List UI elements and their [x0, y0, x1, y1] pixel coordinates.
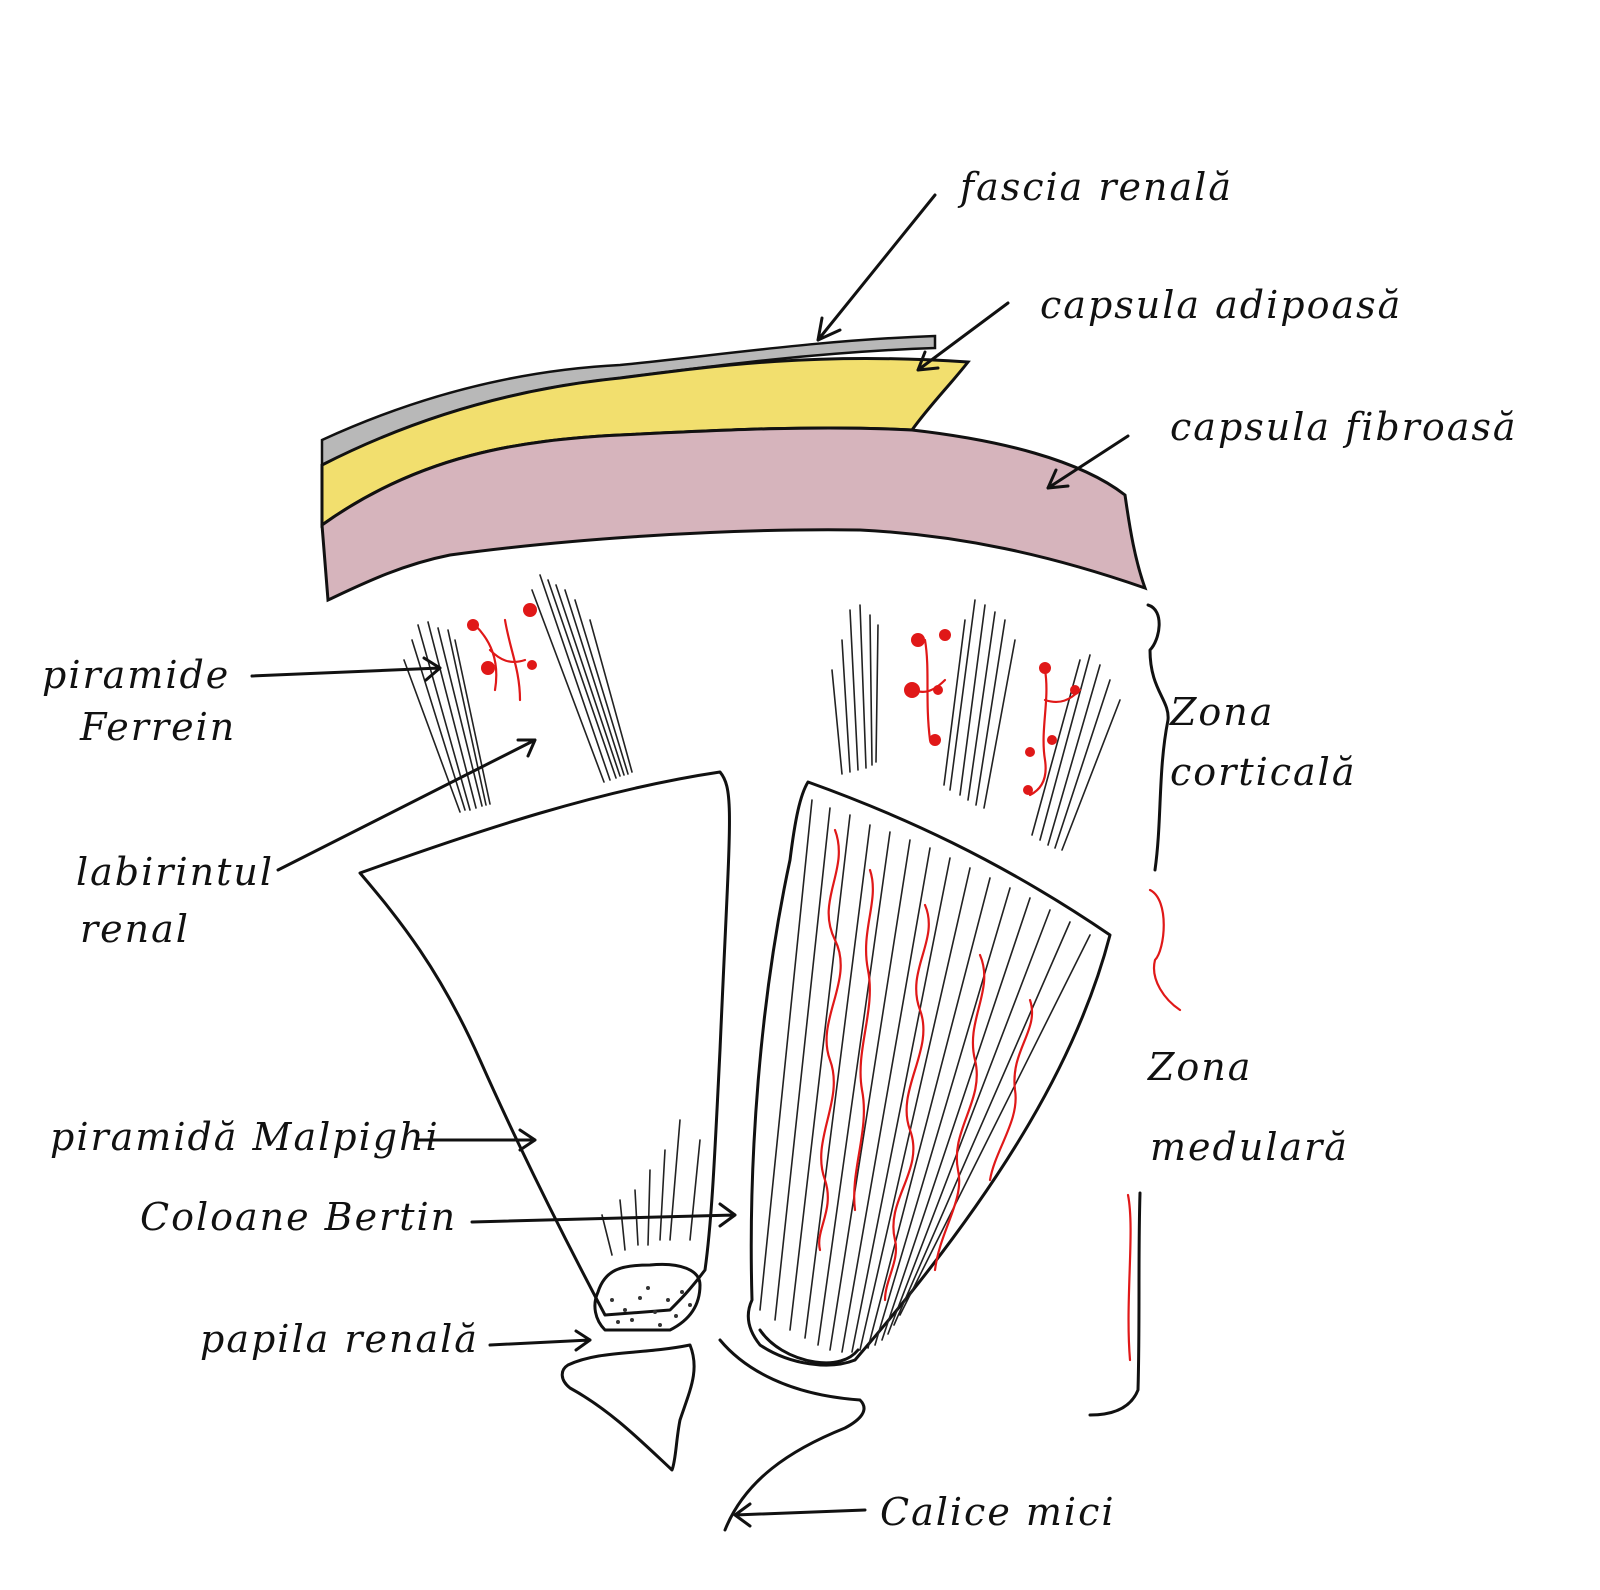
diagram-labels: fascia renală capsula adipoasă capsula f…	[42, 165, 1518, 1534]
zona-medulara-bracket-start	[1126, 1193, 1132, 1362]
ferrein-ray-5	[1031, 654, 1121, 851]
arrow-coloane-bertin	[470, 1202, 737, 1228]
papila-dots	[610, 1286, 692, 1327]
vasa-recta-5	[853, 868, 874, 1212]
glomerular-vessel-1	[473, 618, 527, 702]
glomerulus-dot	[929, 734, 941, 746]
label-piramide-ferrein-line2: Ferrein	[79, 705, 236, 749]
glomerulus-dot	[1070, 685, 1080, 695]
papila-renala-shape	[593, 1262, 702, 1332]
glomerulus-dot	[523, 603, 537, 617]
arrow-calice-mici	[733, 1502, 867, 1528]
zona-corticala-bracket-end	[1148, 888, 1182, 1012]
label-labirintul-renal-line2: renal	[80, 907, 190, 951]
arrow-piramide-ferrein	[250, 656, 442, 682]
label-zona-medulara-line2: medulară	[1150, 1125, 1349, 1169]
arrow-fascia-renala	[816, 193, 937, 342]
right-papilla-tip	[758, 1328, 860, 1365]
glomerulus-dot	[939, 629, 951, 641]
ferrein-ray-3	[831, 604, 879, 775]
label-zona-medulara-line1: Zona	[1147, 1045, 1252, 1089]
arrow-capsula-adipoasa	[916, 301, 1010, 372]
calice-right-cup	[718, 1338, 866, 1532]
piramida-malpighi-right	[746, 780, 1112, 1367]
glomerulus-dot	[527, 660, 537, 670]
glomerulus-dot	[467, 619, 479, 631]
label-capsula-adipoasa: capsula adipoasă	[1040, 283, 1402, 327]
label-piramide-ferrein-line1: piramide	[42, 653, 230, 697]
arrow-papila-renala	[488, 1329, 592, 1352]
leader-arrows	[250, 193, 1130, 1528]
zona-medulara-bracket	[1088, 1191, 1142, 1417]
piramida-malpighi-left	[358, 770, 731, 1332]
arrow-capsula-fibroasa	[1046, 434, 1130, 490]
calice-left-cup	[560, 1343, 696, 1472]
label-zona-corticala-line2: corticală	[1170, 750, 1357, 794]
capsula-fibroasa-layer	[320, 426, 1148, 603]
piramide-ferrein-group	[403, 574, 1121, 851]
label-labirintul-renal-line1: labirintul	[76, 850, 274, 894]
label-calice-mici: Calice mici	[880, 1490, 1116, 1534]
right-pyramid-striations	[759, 799, 1091, 1353]
glomerulus-dot	[1023, 785, 1033, 795]
arrow-piramida-malpighi	[416, 1128, 537, 1152]
vasa-recta-3	[933, 953, 986, 1272]
ferrein-ray-2	[531, 574, 633, 783]
glomerulus-dot	[1025, 747, 1035, 757]
ferrein-ray-4	[943, 599, 1016, 809]
capsule-layers	[320, 334, 1148, 603]
label-piramida-malpighi: piramidă Malpighi	[50, 1115, 440, 1159]
label-papila-renala: papila renală	[200, 1317, 479, 1361]
glomerulus-dot	[1047, 735, 1057, 745]
calice-mici-shape	[560, 1338, 866, 1532]
glomerulus-dot	[1039, 662, 1051, 674]
label-coloane-bertin: Coloane Bertin	[140, 1195, 457, 1239]
ferrein-ray-1	[403, 621, 491, 813]
glomerulus-dot	[933, 685, 943, 695]
labirintul-renal-group	[467, 603, 1082, 797]
left-pyramid-outline	[358, 770, 731, 1317]
glomerulus-dot	[904, 682, 920, 698]
zona-corticala-bracket	[1146, 603, 1170, 872]
label-zona-corticala-line1: Zona	[1169, 690, 1274, 734]
left-pyramid-fibers	[601, 1119, 701, 1256]
arrow-labirintul-renal	[276, 738, 537, 872]
right-pyramid-outline	[746, 780, 1112, 1367]
glomerulus-dot	[481, 661, 495, 675]
vasa-recta-2	[883, 903, 930, 1302]
label-fascia-renala: fascia renală	[957, 165, 1233, 209]
vasa-recta-1	[818, 828, 842, 1252]
vasa-recta-4	[988, 998, 1034, 1182]
glomerulus-dot	[911, 633, 925, 647]
label-capsula-fibroasa: capsula fibroasă	[1170, 405, 1518, 449]
zone-brackets	[1088, 603, 1182, 1417]
